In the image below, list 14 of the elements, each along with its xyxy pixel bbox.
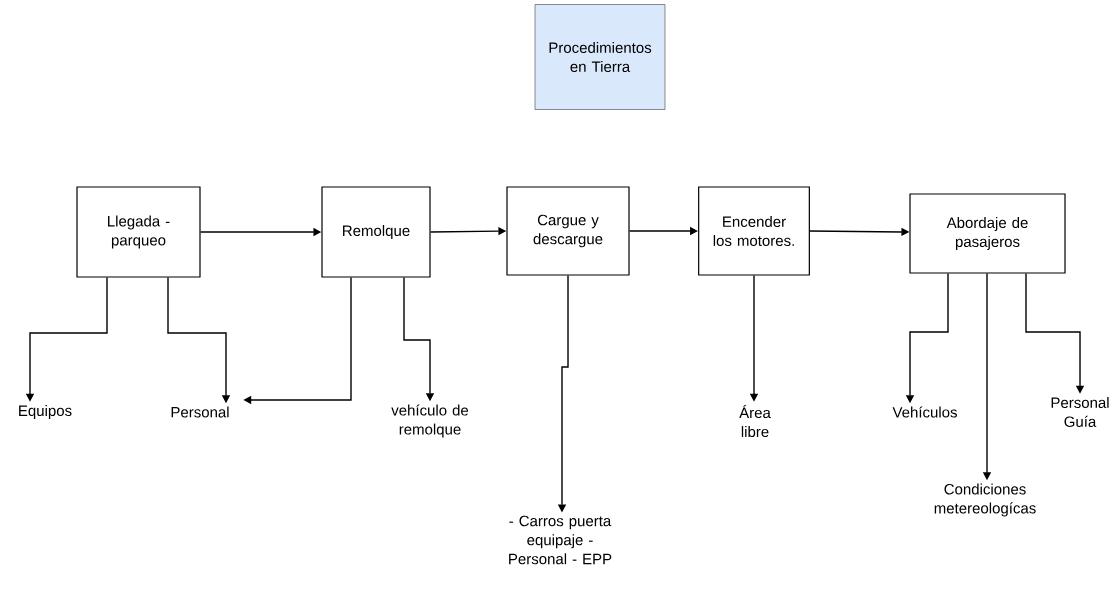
item-label: vehículo de remolque — [391, 404, 469, 438]
item-label: Equipos — [19, 405, 72, 419]
item-label: Vehículos — [892, 406, 957, 418]
process-box: Abordaje de pasajeros — [909, 193, 1066, 274]
item-label: Área libre — [739, 404, 771, 438]
item-label: Personal — [171, 406, 229, 418]
process-box: Cargue y descargue — [506, 186, 630, 276]
item-label: Condiciones metereologícas — [934, 483, 1036, 517]
process-box: Llegada - parqueo — [76, 186, 201, 278]
title-box: Procedimientos en Tierra — [534, 4, 666, 110]
process-box: Remolque — [321, 186, 431, 278]
item-label: - Carros puerta equipaje - Personal - EPP — [509, 515, 612, 565]
process-box: Encender los motores. — [698, 186, 810, 276]
item-label: Personal Guía — [1051, 397, 1109, 427]
